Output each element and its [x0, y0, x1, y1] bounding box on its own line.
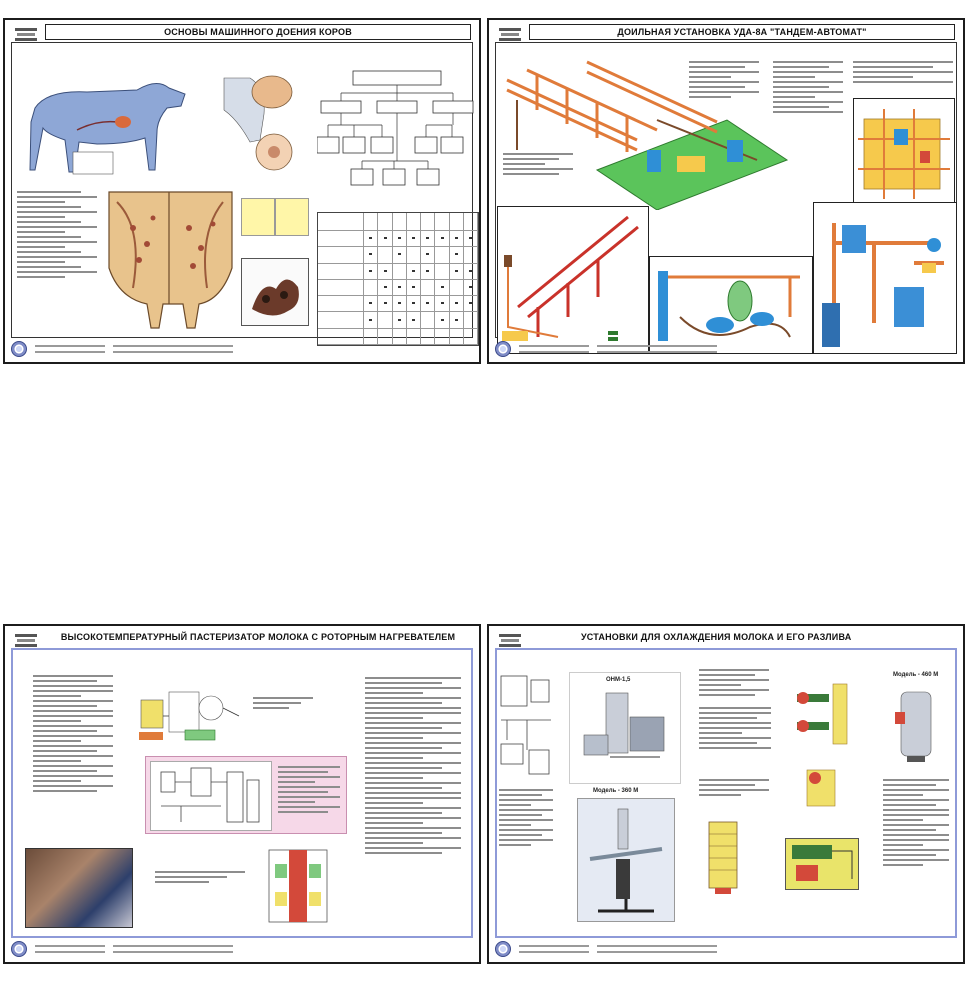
rotor-heater-section — [268, 849, 328, 923]
publisher-seal-icon — [495, 341, 511, 357]
poster-frame — [11, 648, 473, 938]
cooling-unit-diagram — [785, 838, 859, 890]
publisher-seal-icon — [495, 941, 511, 957]
poster-title: УСТАНОВКИ ДЛЯ ОХЛАЖДЕНИЯ МОЛОКА И ЕГО РА… — [581, 632, 852, 642]
cow-illustration — [29, 83, 186, 175]
heat-exchanger-diagram — [797, 683, 848, 807]
milking-parlor-illustration — [506, 60, 789, 210]
poster-footer — [11, 340, 473, 358]
poster-title: ОСНОВЫ МАШИННОГО ДОЕНИЯ КОРОВ — [45, 24, 471, 40]
model-360-photo — [577, 798, 675, 922]
alveoli-illustration — [241, 258, 309, 326]
onm-model-title: ОНМ-1,5 — [606, 677, 631, 683]
publisher-logo — [497, 631, 523, 649]
onm-unit-panel: ОНМ-1,5 — [569, 672, 681, 784]
publisher-logo — [13, 631, 39, 649]
poster-milking-basics: ОСНОВЫ МАШИННОГО ДОЕНИЯ КОРОВ — [3, 18, 481, 364]
onm-unit-illustration — [583, 692, 665, 758]
description-text-mid — [699, 666, 769, 699]
poster-milk-cooling: УСТАНОВКИ ДЛЯ ОХЛАЖДЕНИЯ МОЛОКА И ЕГО РА… — [487, 624, 965, 964]
poster-frame — [11, 42, 473, 338]
teat-diagram-b — [275, 198, 309, 236]
publisher-logo — [13, 25, 39, 43]
pulsator-system-diagram — [813, 202, 957, 354]
cooling-scheme-diagram — [500, 675, 551, 775]
caption-block — [253, 694, 313, 712]
description-text-right — [365, 674, 461, 857]
milking-flowchart — [317, 70, 474, 186]
poster-footer — [495, 940, 957, 958]
description-text-left — [33, 672, 113, 795]
poster-title: ДОИЛЬНАЯ УСТАНОВКА УДА-8А "ТАНДЕМ-АВТОМА… — [529, 24, 955, 40]
udder-view-illustration — [223, 75, 293, 171]
model-360-title: Модель - 360 М — [593, 788, 639, 794]
process-diagram-panel — [145, 756, 347, 834]
milking-parameters-table — [317, 212, 479, 346]
description-text-mid-2 — [699, 776, 769, 799]
teat-diagram-a — [241, 198, 275, 236]
poster-tandem-automat: ДОИЛЬНАЯ УСТАНОВКА УДА-8А "ТАНДЕМ-АВТОМА… — [487, 18, 965, 364]
poster-title: ВЫСОКОТЕМПЕРАТУРНЫЙ ПАСТЕРИЗАТОР МОЛОКА … — [60, 632, 456, 642]
caption-block — [155, 868, 245, 886]
poster-frame — [495, 648, 957, 938]
description-text-b — [773, 58, 843, 116]
publisher-seal-icon — [11, 941, 27, 957]
publisher-logo — [497, 25, 523, 43]
model-460-title: Модель - 460 М — [893, 672, 939, 678]
pasteurizer-scheme — [139, 691, 240, 741]
poster-footer — [11, 940, 473, 958]
udder-cross-section — [108, 191, 233, 329]
description-text-left — [499, 786, 553, 849]
publisher-seal-icon — [11, 341, 27, 357]
milk-collection-diagram — [649, 256, 813, 354]
legend-text-block — [503, 150, 573, 178]
description-text-c — [853, 58, 953, 86]
description-text-a — [689, 58, 759, 101]
model-460-illustration — [895, 691, 932, 762]
vacuum-line-diagram — [497, 206, 649, 354]
specs-table — [699, 704, 771, 774]
equipment-photo — [25, 848, 133, 928]
legend-text-block — [17, 188, 97, 281]
process-legend — [278, 763, 340, 816]
description-text-right — [883, 776, 949, 869]
process-flow-diagram — [150, 761, 272, 831]
cooling-unit-scheme — [792, 845, 853, 881]
dispenser-illustration — [708, 821, 738, 894]
poster-pasteurizer: ВЫСОКОТЕМПЕРАТУРНЫЙ ПАСТЕРИЗАТОР МОЛОКА … — [3, 624, 481, 964]
poster-footer — [495, 340, 957, 358]
control-unit-diagram — [853, 98, 955, 210]
model-360-illustration — [589, 808, 663, 913]
